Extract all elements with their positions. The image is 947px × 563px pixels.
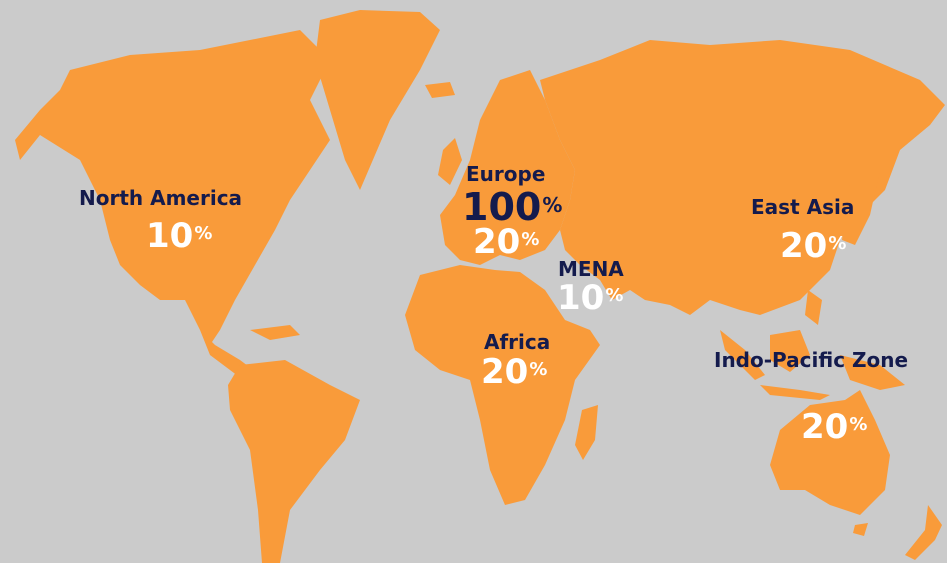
region-name-north-america: North America	[79, 186, 243, 210]
africa-landmass	[405, 265, 600, 505]
region-percent-indo-pacific: 20%	[801, 407, 868, 447]
uk-landmass	[438, 138, 462, 185]
new-zealand-landmass	[905, 505, 942, 560]
region-percent-africa: 20%	[481, 352, 548, 392]
caribbean-landmass	[250, 325, 300, 340]
north-america-landmass	[15, 30, 330, 345]
sumatra-landmass	[720, 330, 765, 380]
region-percent-north-america: 10%	[146, 216, 213, 256]
asia-landmass	[540, 40, 945, 315]
region-headline-percent-europe: 100%	[462, 185, 563, 229]
java-landmass	[760, 385, 830, 400]
south-america-landmass	[228, 360, 360, 563]
region-percent-mena: 10%	[557, 278, 624, 318]
region-percent-east-asia: 20%	[780, 226, 847, 266]
new-guinea-landmass	[840, 355, 905, 390]
borneo-landmass	[770, 330, 810, 372]
philippines-landmass	[805, 290, 822, 325]
tasmania-landmass	[853, 523, 868, 536]
region-name-indo-pacific: Indo-Pacific Zone	[714, 348, 909, 372]
japan-landmass	[842, 150, 880, 245]
region-percent-europe: 20%	[473, 222, 540, 262]
australia-landmass	[770, 390, 890, 515]
region-name-africa: Africa	[484, 330, 551, 354]
region-name-east-asia: East Asia	[751, 195, 855, 219]
region-name-mena: MENA	[558, 257, 624, 281]
iceland-landmass	[425, 82, 455, 98]
region-name-europe: Europe	[466, 162, 546, 186]
greenland-landmass	[315, 10, 440, 190]
madagascar-landmass	[575, 405, 598, 460]
europe-landmass	[440, 70, 575, 265]
